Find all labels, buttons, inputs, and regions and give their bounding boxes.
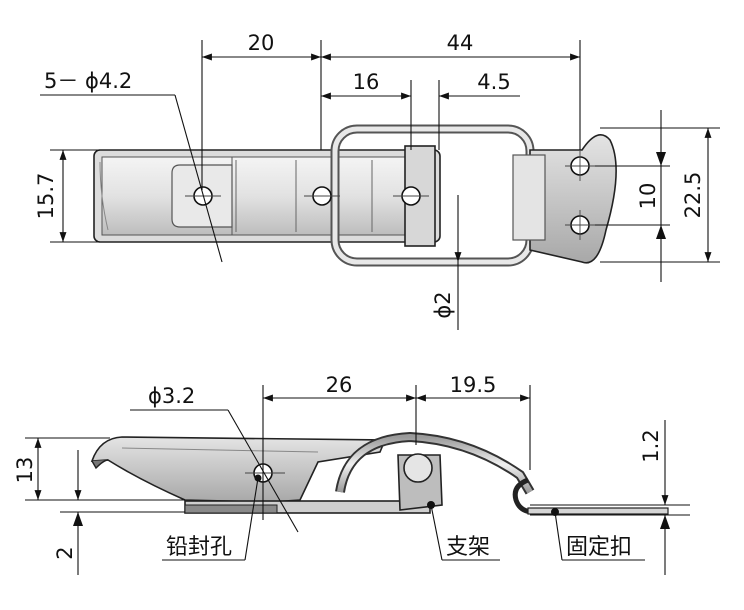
catch-side [512,477,669,516]
top-view: 20 44 16 4.5 5－ ϕ4.2 15.7 10 [34,31,720,330]
dim-16: 16 [353,70,380,94]
dim-26: 26 [326,373,353,397]
catch-plate [512,134,617,264]
label-seal-hole: 铅封孔 [166,535,232,560]
dim-20: 20 [248,31,275,55]
callouts: 铅封孔 支架 固定扣 [162,477,645,561]
dim-right-side: 1.2 [530,420,690,575]
side-dimensions: 26 19.5 ϕ3.2 [130,373,531,533]
wire-arc-side [335,431,535,495]
dim-10: 10 [636,183,660,210]
dim-4-5: 4.5 [477,70,510,94]
dim-holes: 5－ ϕ4.2 [44,69,132,93]
dim-2: 2 [53,546,77,559]
dim-13: 13 [13,457,37,484]
dim-phi-3-2: ϕ3.2 [148,384,195,408]
dim-19-5: 19.5 [450,373,497,397]
dim-right-heights: 10 22.5 [595,110,720,282]
dim-wire: ϕ2 [431,195,462,330]
bracket-side [397,453,443,511]
label-bracket: 支架 [446,535,490,560]
dim-left-side: 13 2 [13,437,185,575]
dim-left-height: 15.7 [34,149,100,243]
lever-body [90,436,387,503]
dim-1-2: 1.2 [639,429,663,462]
dim-44: 44 [447,31,474,55]
base-plate [93,149,441,243]
dim-15-7: 15.7 [34,173,58,220]
label-catch: 固定扣 [566,535,632,560]
dim-22-5: 22.5 [681,172,705,219]
side-view: 26 19.5 ϕ3.2 13 2 1.2 [13,373,690,575]
dim-phi-2: ϕ2 [431,291,455,318]
top-dimensions: 20 44 16 4.5 5－ ϕ4.2 [40,31,581,263]
